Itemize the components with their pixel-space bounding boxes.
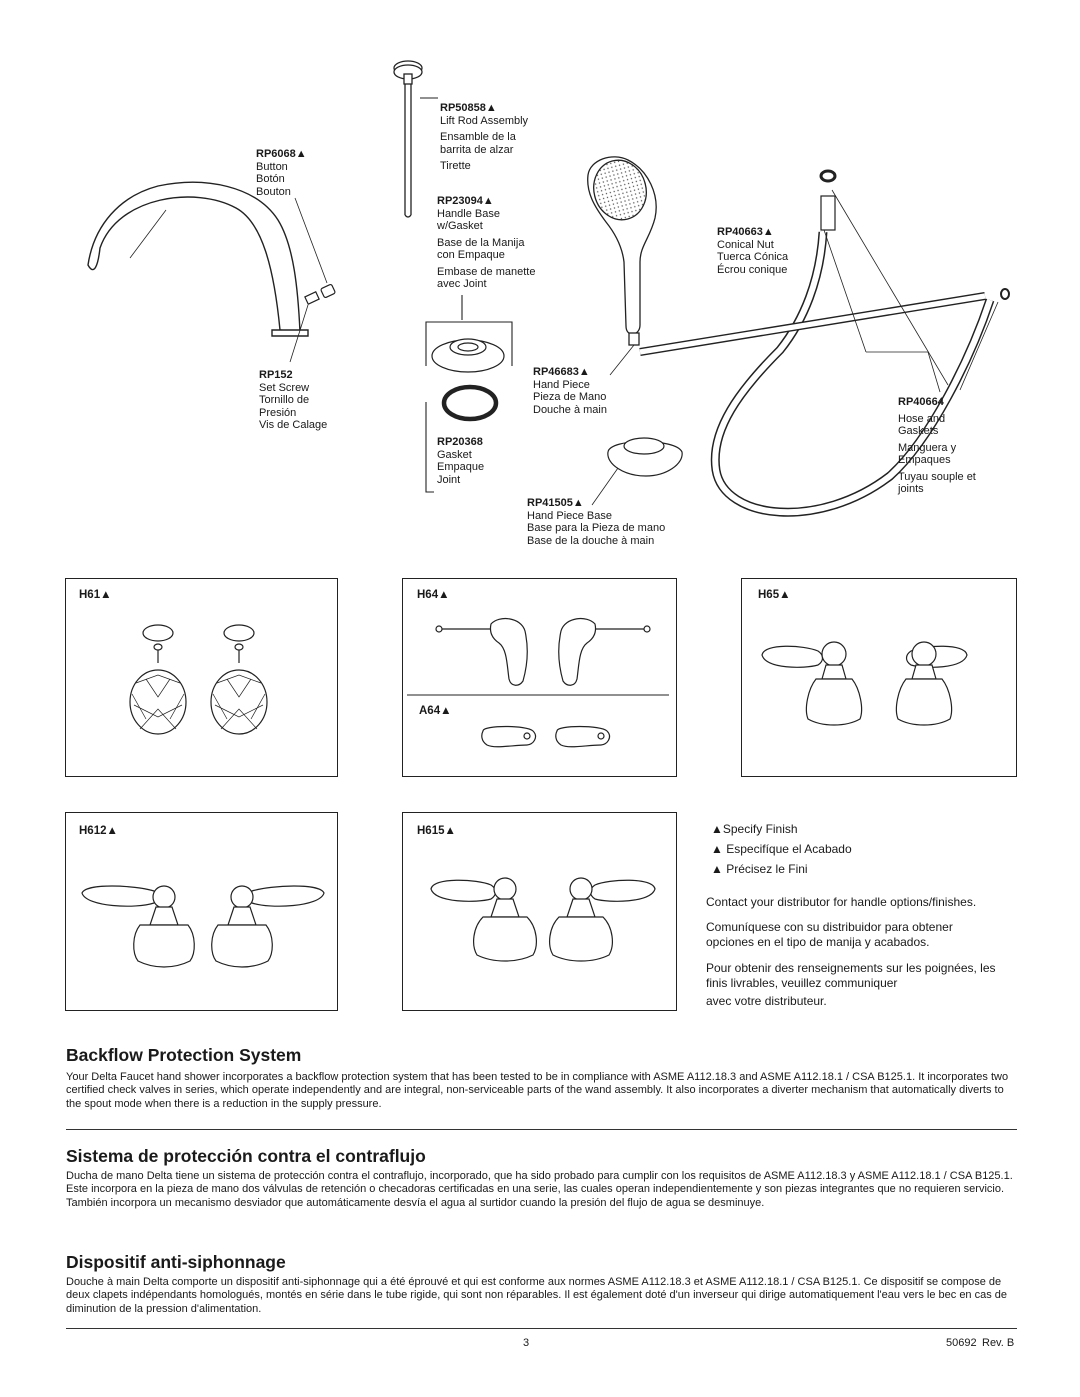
handle-base-drawing bbox=[431, 338, 505, 373]
part-label-rp20368: RP20368 Gasket Empaque Joint bbox=[437, 436, 485, 486]
part-label-rp40663: RP40663▲ Conical Nut Tuerca Cónica Écrou… bbox=[717, 226, 789, 276]
section-body-es: Ducha de mano Delta tiene un sistema de … bbox=[66, 1170, 1013, 1209]
part-label-rp50858: RP50858▲ Lift Rod Assembly Ensamble de l… bbox=[440, 102, 529, 172]
part-label-rp152: RP152 Set Screw Tornillo de Presión Vis … bbox=[259, 369, 328, 431]
handle-label-h61: H61▲ bbox=[79, 589, 112, 601]
specify-finish-fr: ▲ Précisez le Fini bbox=[711, 862, 808, 876]
section-body-en: Your Delta Faucet hand shower incorporat… bbox=[66, 1071, 1009, 1110]
button-drawing bbox=[294, 197, 336, 299]
handle-box-h612: H612▲ bbox=[65, 812, 338, 1011]
section-title-es: Sistema de protección contra el contrafl… bbox=[66, 1146, 426, 1166]
part-label-rp41505: RP41505▲ Hand Piece Base Base para la Pi… bbox=[527, 497, 666, 547]
revision: Rev. B bbox=[982, 1337, 1015, 1349]
hose-drawing bbox=[639, 169, 1010, 517]
doc-number: 50692 bbox=[946, 1337, 977, 1349]
h615-handles-drawing bbox=[430, 877, 656, 962]
footer-divider bbox=[66, 1328, 1017, 1329]
hand-piece-drawing bbox=[587, 156, 657, 376]
page-number: 3 bbox=[523, 1337, 530, 1349]
contact-distributor-fr-1: Pour obtenir des renseignements sur les … bbox=[706, 961, 996, 990]
specify-finish-es: ▲ Especifíque el Acabado bbox=[711, 842, 852, 856]
lift-rod-drawing bbox=[393, 60, 438, 218]
contact-distributor-fr-2: avec votre distributeur. bbox=[706, 994, 827, 1008]
part-label-rp40664: RP40664 Hose and Gaskets Manguera y Empa… bbox=[898, 396, 976, 495]
specify-finish-en: ▲Specify Finish bbox=[711, 822, 798, 836]
section-body-fr: Douche à main Delta comporte un disposit… bbox=[66, 1276, 1008, 1315]
handle-base-box bbox=[425, 295, 513, 493]
hand-piece-base-drawing bbox=[591, 437, 683, 506]
part-label-rp6068: RP6068▲ Button Botón Bouton bbox=[256, 148, 307, 198]
spout-drawing bbox=[87, 181, 309, 337]
divider bbox=[66, 1129, 1017, 1130]
h65-handles-drawing bbox=[761, 641, 968, 726]
h64-handles-drawing bbox=[407, 617, 669, 748]
h61-handles-drawing bbox=[129, 624, 268, 735]
handle-label-h612: H612▲ bbox=[79, 825, 118, 837]
gasket-drawing bbox=[441, 384, 499, 422]
handle-box-h615: H615▲ bbox=[402, 812, 677, 1011]
set-screw-drawing bbox=[289, 291, 320, 363]
handle-box-h65: H65▲ bbox=[741, 578, 1017, 777]
handle-label-h64: H64▲ bbox=[417, 589, 450, 601]
section-title-fr: Dispositif anti-siphonnage bbox=[66, 1252, 286, 1272]
handle-label-a64: A64▲ bbox=[419, 705, 452, 717]
handle-box-h61: H61▲ bbox=[65, 578, 338, 777]
contact-distributor-en: Contact your distributor for handle opti… bbox=[706, 895, 977, 909]
part-label-rp46683: RP46683▲ Hand Piece Pieza de Mano Douche… bbox=[533, 366, 607, 416]
handle-box-h64: H64▲ A64▲ bbox=[402, 578, 677, 777]
part-label-rp23094: RP23094▲ Handle Base w/Gasket Base de la… bbox=[437, 195, 536, 290]
handle-label-h615: H615▲ bbox=[417, 825, 456, 837]
handle-label-h65: H65▲ bbox=[758, 589, 791, 601]
h612-handles-drawing bbox=[81, 885, 325, 968]
contact-distributor-es: Comuníquese con su distribuidor para obt… bbox=[706, 920, 953, 949]
section-title-en: Backflow Protection System bbox=[66, 1045, 302, 1065]
